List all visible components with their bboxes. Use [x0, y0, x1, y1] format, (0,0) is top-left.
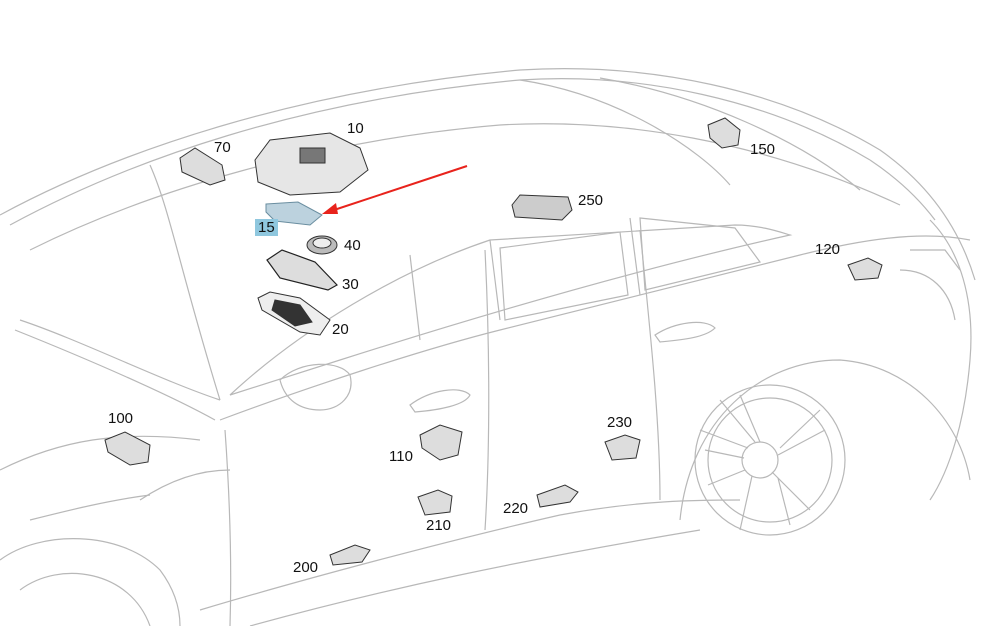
part-40-ring	[306, 235, 338, 255]
part-200-lamp	[329, 544, 371, 566]
label-120: 120	[815, 241, 841, 258]
part-120-lamp	[847, 257, 883, 281]
part-100-lamp	[104, 431, 151, 466]
label-110: 110	[389, 448, 413, 465]
label-15-highlighted: 15	[255, 219, 278, 236]
part-150-lamp	[707, 117, 741, 149]
part-20-cover	[257, 291, 331, 336]
label-30: 30	[342, 276, 359, 293]
label-200: 200	[293, 559, 319, 576]
label-70: 70	[214, 139, 231, 156]
label-230: 230	[607, 414, 633, 431]
part-250-lamp	[511, 194, 573, 221]
part-220-lamp	[536, 484, 579, 508]
label-150: 150	[750, 141, 776, 158]
label-250: 250	[578, 192, 604, 209]
part-110-lamp	[419, 424, 463, 461]
part-30-housing	[266, 249, 338, 291]
part-70-lamp	[179, 147, 226, 186]
part-210-lamp	[417, 489, 453, 516]
part-230-lamp	[604, 434, 641, 461]
label-10: 10	[347, 120, 364, 137]
part-15-module	[265, 201, 323, 226]
label-20: 20	[332, 321, 349, 338]
label-40: 40	[344, 237, 361, 254]
label-210: 210	[426, 517, 452, 534]
part-10-overhead-control-panel	[254, 132, 369, 196]
label-220: 220	[503, 500, 529, 517]
label-100: 100	[108, 410, 134, 427]
pointer-arrow	[322, 165, 468, 214]
